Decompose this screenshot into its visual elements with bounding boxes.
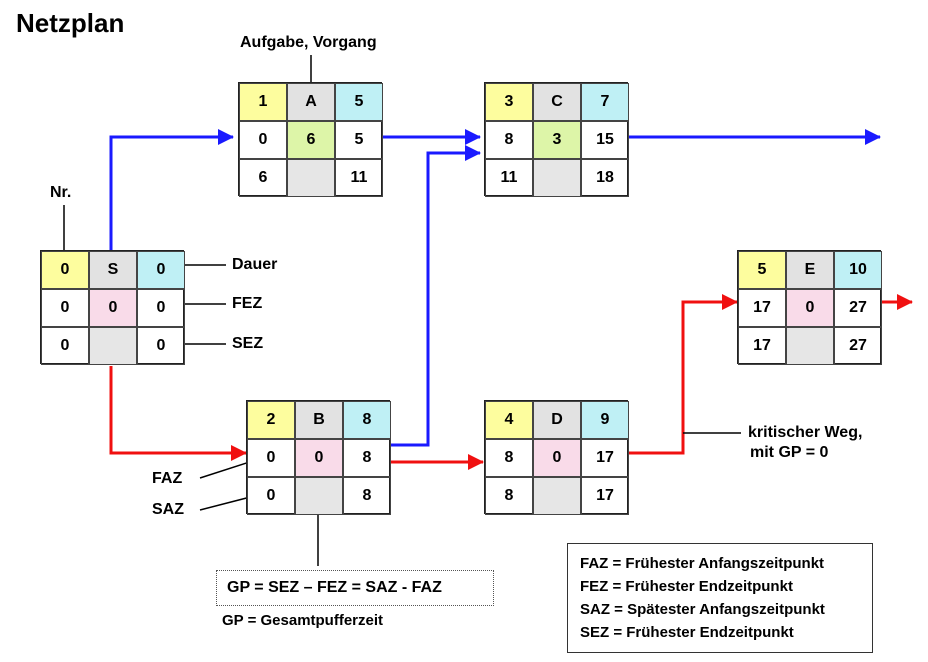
node-b-fez: 8 [343,439,391,477]
node-d-blank [533,477,581,515]
label-dauer: Dauer [232,256,278,273]
node-d-nr: 4 [485,401,533,439]
label-aufgabe-vorgang: Aufgabe, Vorgang [240,34,377,51]
page-title: Netzplan [16,8,125,38]
node-d-fez: 17 [581,439,629,477]
node-a-sez: 11 [335,159,383,197]
node-a-name: A [287,83,335,121]
node-a-nr: 1 [239,83,287,121]
gp-definition: GP = Gesamtpufferzeit [222,612,384,629]
node-a-blank [287,159,335,197]
node-s-nr: 0 [41,251,89,289]
node-b: 2 B 8 0 0 8 0 8 [246,400,391,515]
node-e-name: E [786,251,834,289]
node-b-dauer: 8 [343,401,391,439]
node-b-sez: 8 [343,477,391,515]
node-a-fez: 5 [335,121,383,159]
node-s-faz: 0 [41,289,89,327]
legend-box: FAZ = Frühester Anfangszeitpunkt FEZ = F… [567,543,873,653]
node-a-dauer: 5 [335,83,383,121]
arrow-d-to-e [628,294,738,455]
node-e-dauer: 10 [834,251,882,289]
node-d-sez: 17 [581,477,629,515]
node-c-nr: 3 [485,83,533,121]
arrow-b-to-c [390,145,481,447]
node-s-name: S [89,251,137,289]
legend-item-sez: SEZ = Frühester Endzeitpunkt [580,624,794,641]
node-s-sez: 0 [137,327,185,365]
label-nr: Nr. [50,184,72,201]
node-c-saz: 11 [485,159,533,197]
node-d-saz: 8 [485,477,533,515]
node-b-gp: 0 [295,439,343,477]
node-d: 4 D 9 8 0 17 8 17 [484,400,629,515]
node-c-gp: 3 [533,121,581,159]
node-e-fez: 27 [834,289,882,327]
legend-item-saz: SAZ = Spätester Anfangszeitpunkt [580,601,825,618]
node-c-fez: 15 [581,121,629,159]
node-s-gp: 0 [89,289,137,327]
arrow-s-to-b [109,366,247,461]
node-e-saz: 17 [738,327,786,365]
node-d-name: D [533,401,581,439]
node-c: 3 C 7 8 3 15 11 18 [484,82,629,197]
node-s-dauer: 0 [137,251,185,289]
node-s-fez: 0 [137,289,185,327]
node-b-blank [295,477,343,515]
node-c-dauer: 7 [581,83,629,121]
node-c-name: C [533,83,581,121]
node-a-gp: 6 [287,121,335,159]
label-saz: SAZ [152,501,184,518]
node-a-saz: 6 [239,159,287,197]
node-a: 1 A 5 0 6 5 6 11 [238,82,383,197]
node-d-gp: 0 [533,439,581,477]
label-faz: FAZ [152,470,183,487]
node-s-blank [89,327,137,365]
label-sez: SEZ [232,335,264,352]
label-kritischer-weg: kritischer Weg, [748,424,863,441]
node-e-nr: 5 [738,251,786,289]
node-e-faz: 17 [738,289,786,327]
arrow-s-to-a [109,129,234,250]
node-b-nr: 2 [247,401,295,439]
label-fez: FEZ [232,295,263,312]
node-c-faz: 8 [485,121,533,159]
node-b-faz: 0 [247,439,295,477]
node-d-dauer: 9 [581,401,629,439]
node-s: 0 S 0 0 0 0 0 0 [40,250,185,365]
node-a-faz: 0 [239,121,287,159]
node-c-blank [533,159,581,197]
node-e-blank [786,327,834,365]
label-mit-gp-0: mit GP = 0 [750,444,829,461]
node-e: 5 E 10 17 0 27 17 27 [737,250,882,365]
legend-item-fez: FEZ = Frühester Endzeitpunkt [580,578,793,595]
legend-item-faz: FAZ = Frühester Anfangszeitpunkt [580,555,825,572]
node-s-saz: 0 [41,327,89,365]
node-e-gp: 0 [786,289,834,327]
node-d-faz: 8 [485,439,533,477]
node-b-name: B [295,401,343,439]
node-e-sez: 27 [834,327,882,365]
node-c-sez: 18 [581,159,629,197]
node-b-saz: 0 [247,477,295,515]
formula-box: GP = SEZ – FEZ = SAZ - FAZ [216,570,494,606]
